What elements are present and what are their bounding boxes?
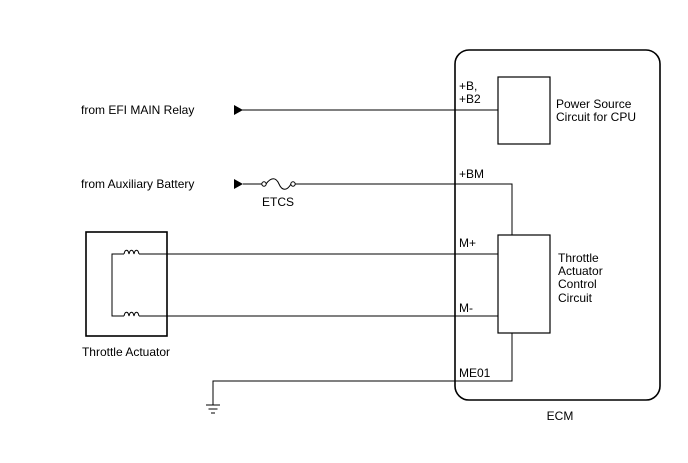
terminal-m-plus-label: M+	[459, 236, 476, 250]
throttle-control-label-line4: Circuit	[558, 291, 593, 305]
ground-icon	[206, 404, 220, 414]
throttle-control-label-line1: Throttle	[558, 251, 599, 265]
throttle-control-label-line2: Actuator	[558, 264, 603, 278]
me01-wire	[212, 333, 513, 405]
aux-battery-wire-b	[295, 183, 513, 235]
ecm-label: ECM	[547, 409, 574, 423]
terminal-b-label: +B,	[459, 79, 477, 93]
throttle-control-label-line3: Control	[558, 277, 597, 291]
efi-relay-label: from EFI MAIN Relay	[81, 103, 194, 117]
terminal-me01-label: ME01	[459, 366, 491, 380]
power-source-label-line1: Power Source	[556, 97, 632, 111]
throttle-control-block	[497, 234, 551, 334]
throttle-actuator-box	[85, 231, 168, 337]
fuse-label: ETCS	[262, 195, 294, 209]
efi-relay-arrow-icon	[234, 105, 243, 115]
power-source-block	[497, 76, 551, 145]
throttle-actuator-label: Throttle Actuator	[82, 345, 170, 359]
fuse-terminal-left-icon	[261, 181, 267, 187]
actuator-internal-wire	[111, 253, 124, 317]
power-source-label-line2: Circuit for CPU	[556, 110, 636, 124]
motor-coil-upper-icon	[123, 249, 140, 255]
fuse-terminal-right-icon	[290, 181, 296, 187]
terminal-m-minus-label: M-	[459, 301, 473, 315]
terminal-b2-label: +B2	[459, 92, 481, 106]
terminal-bm-label: +BM	[459, 167, 484, 181]
motor-coil-lower-icon	[123, 311, 140, 317]
aux-battery-label: from Auxiliary Battery	[81, 177, 194, 191]
aux-battery-arrow-icon	[234, 179, 243, 189]
fuse-icon	[265, 178, 292, 190]
